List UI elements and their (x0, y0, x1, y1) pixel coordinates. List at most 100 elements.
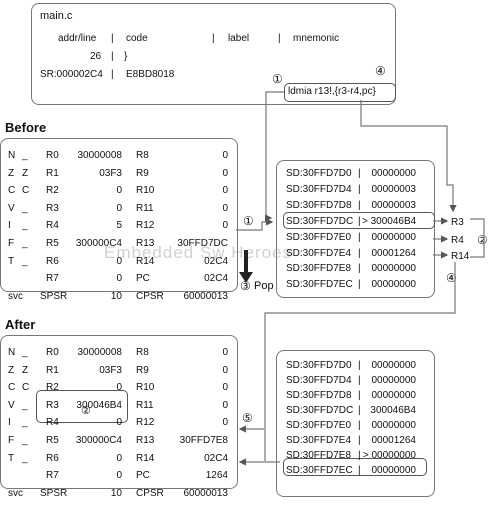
column-separator: | (111, 69, 114, 80)
stack-address: SD:30FFD7D4 (286, 375, 352, 386)
stack-separator: | (358, 405, 361, 416)
stack-value: 00000003 (371, 183, 417, 195)
step-marker-4-lower: ④ (446, 271, 457, 285)
after-flag-value: _ (22, 452, 28, 464)
before-reg-name: PC (136, 273, 150, 285)
stack-value: 00000000 (371, 263, 417, 275)
before-reg-value: 0 (222, 167, 228, 179)
before-reg-value: 30FFD7DC (177, 238, 228, 249)
before-flag-name: C (8, 185, 16, 197)
before-reg-value: 0 (116, 273, 122, 285)
after-reg-name: R11 (136, 399, 154, 411)
after-reg-value: 0 (222, 417, 228, 429)
after-flag-name: V (8, 399, 15, 411)
after-reg-value: 0 (116, 417, 122, 429)
before-reg-value: 02C4 (204, 273, 228, 285)
before-title: Before (5, 120, 47, 135)
stack-separator: | (358, 435, 361, 446)
stack-address: SD:30FFD7E8 (286, 450, 352, 461)
after-reg-name: R3 (46, 399, 59, 411)
after-reg-value: 300000C4 (75, 435, 122, 446)
stack-separator: | (358, 231, 361, 243)
before-cpsr-value: 60000013 (183, 290, 229, 302)
before-reg-name: R5 (46, 238, 59, 249)
stack-separator: | (358, 168, 361, 179)
after-reg-value: 300046B4 (76, 399, 122, 411)
after-flag-name: I (8, 417, 11, 429)
stack-separator: | (358, 215, 361, 227)
after-flag-value: _ (22, 435, 28, 446)
after-reg-value: 0 (222, 347, 228, 358)
stack-address: SD:30FFD7D0 (286, 360, 352, 371)
stack-separator: | (358, 183, 361, 195)
before-reg-name: R1 (46, 167, 59, 179)
after-reg-value: 1264 (205, 470, 228, 482)
column-mnemonic: mnemonic (293, 33, 340, 44)
stack-separator: | (358, 375, 361, 386)
before-reg-value: 300000C4 (75, 238, 122, 249)
after-reg-value: 30000008 (77, 347, 123, 358)
stack-value: 00001264 (371, 247, 417, 259)
after-reg-value: 0 (116, 452, 122, 464)
before-reg-value: 03F3 (99, 167, 122, 179)
before-flag-value: _ (22, 150, 28, 161)
before-flag-value: Z (22, 167, 29, 179)
stack-value: 00000000 (371, 420, 417, 431)
after-reg-name: R14 (136, 452, 155, 464)
source-line-number: 26 (90, 51, 102, 62)
source-window (31, 3, 396, 105)
stack-value: > 00000000 (362, 450, 416, 461)
after-reg-name: PC (136, 470, 150, 482)
before-flag-value: _ (22, 202, 28, 214)
before-flag-name: V (8, 202, 15, 214)
after-title: After (5, 317, 36, 332)
stack-address: SD:30FFD7E4 (286, 247, 352, 259)
column-label: label (228, 33, 250, 44)
stack-value: 00000000 (371, 375, 417, 386)
after-reg-value: 02C4 (204, 452, 228, 464)
stack-address: SD:30FFD7E0 (286, 420, 352, 431)
source-line-code: } (124, 51, 128, 62)
stack-value: 00000000 (371, 231, 417, 243)
before-flag-name: Z (8, 167, 15, 179)
after-reg-name: R9 (136, 364, 149, 376)
before-reg-name: R3 (46, 202, 59, 214)
before-reg-name: R13 (136, 238, 155, 249)
after-flag-name: Z (8, 364, 15, 376)
after-flag-value: C (22, 382, 30, 394)
stack-separator: | (358, 247, 361, 259)
after-spsr-value: 10 (110, 487, 122, 499)
instruction-opcode: E8BD8018 (126, 69, 175, 80)
pop-label: Pop (254, 280, 274, 292)
stack-separator: | (358, 279, 361, 291)
stack-address: SD:30FFD7D8 (286, 390, 352, 401)
pop-step-marker: ③ (240, 279, 251, 293)
stack-address: SD:30FFD7EC (286, 279, 353, 291)
step-marker-5: ⑤ (242, 411, 253, 425)
after-reg-name: R0 (46, 347, 59, 358)
after-flag-name: F (8, 435, 15, 446)
before-reg-name: R14 (136, 255, 155, 267)
after-reg-value: 0 (222, 399, 228, 411)
before-flag-value: _ (22, 255, 28, 267)
stack-before-panel (276, 160, 435, 298)
before-reg-value: 02C4 (204, 255, 228, 267)
after-r4-marker: ② (81, 405, 91, 417)
column-separator: | (212, 33, 215, 44)
before-reg-name: R9 (136, 167, 149, 179)
after-flag-name: T (8, 452, 15, 464)
stack-value: 00000000 (371, 168, 417, 179)
before-reg-name: R6 (46, 255, 59, 267)
before-reg-name: R8 (136, 150, 149, 161)
step-marker-1: ① (272, 72, 283, 86)
after-mode: svc (8, 487, 23, 499)
stack-separator: | (358, 420, 361, 431)
before-flag-name: I (8, 220, 11, 232)
stack-address: SD:30FFD7D0 (286, 168, 352, 179)
stack-value: 00000000 (371, 360, 417, 371)
before-flag-value: _ (22, 238, 28, 249)
stack-address: SD:30FFD7EC (286, 465, 353, 476)
before-reg-name: R11 (136, 202, 154, 214)
after-reg-value: 0 (222, 364, 228, 376)
before-register-panel (0, 138, 238, 292)
